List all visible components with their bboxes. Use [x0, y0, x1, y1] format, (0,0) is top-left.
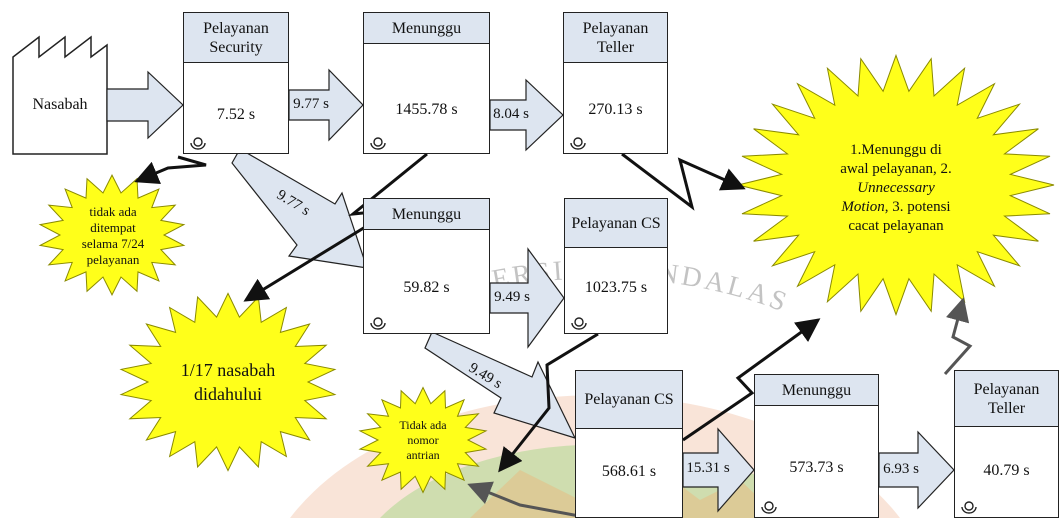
transfer-time-label: 8.04 s [493, 106, 529, 122]
process-wait3: Menunggu 573.73 s [754, 374, 879, 518]
burst-line: cacat pelayanan [848, 217, 944, 234]
push-arrow-security-wait1 [288, 68, 364, 142]
process-time: 59.82 s [403, 279, 450, 296]
push-arrow-wait2-cs2 [424, 331, 577, 439]
process-title: Pelayanan Security [184, 13, 288, 63]
burst-line-rest: , 3. potensi [884, 198, 951, 215]
process-cs2: Pelayanan CS 568.61 s [575, 370, 683, 518]
process-title: Menunggu [364, 13, 489, 44]
push-arrow-wait1-teller1 [489, 78, 564, 152]
burst-line: Tidak ada [399, 417, 447, 432]
process-time: 568.61 s [601, 463, 657, 480]
burst-text-no-security: tidak ada ditempat selama 7/24 pelayanan [72, 200, 154, 272]
kaizen-burst-nasabah-didahului [119, 292, 337, 472]
link-cs2-burst4 [682, 318, 821, 442]
nasabah-factory-icon [12, 35, 108, 155]
burst-line: Motion, 3. potensi [840, 198, 952, 217]
burst-line: selama 7/24 [81, 236, 145, 251]
burst-line: tidak ada [89, 204, 137, 219]
process-title: Pelayanan Teller [955, 371, 1058, 427]
process-wait1: Menunggu 1455.78 s [363, 12, 490, 154]
push-arrow-wait2-cs1 [489, 247, 565, 349]
transfer-time-label: 6.93 s [883, 461, 919, 477]
burst-line: antrian [406, 447, 440, 462]
process-time: 1023.75 s [584, 279, 648, 296]
push-arrow-security-wait2 [231, 148, 368, 269]
process-title: Menunggu [755, 375, 878, 406]
process-time: 40.79 s [983, 462, 1030, 479]
link-cs2-bottom [467, 481, 591, 518]
link-teller2-burst4 [943, 297, 973, 375]
process-time: 573.73 s [789, 459, 844, 476]
burst-line: ditempat [90, 220, 136, 235]
burst-line: Unnecessary [857, 179, 935, 196]
supplier-label: Nasabah [32, 96, 88, 113]
operator-icon [370, 317, 386, 330]
process-time: 7.52 s [216, 106, 256, 123]
process-title: Menunggu [364, 199, 489, 230]
process-security: Pelayanan Security 7.52 s [183, 12, 289, 154]
burst-line: awal pelayanan, 2. [840, 160, 952, 177]
burst-line: 1.Menunggu di [850, 141, 942, 158]
link-cs1-burst3 [498, 332, 599, 473]
process-time: 1455.78 s [395, 101, 458, 118]
burst-line-italic: Motion [841, 198, 885, 215]
operator-icon [570, 137, 586, 150]
burst-line: didahului [193, 384, 262, 404]
kaizen-burst-no-antrian [358, 386, 488, 494]
process-time: 270.13 s [588, 101, 643, 118]
operator-icon [571, 317, 587, 330]
burst-line: 1/17 nasabah [180, 360, 276, 380]
operator-icon [961, 501, 977, 514]
push-arrow-cs2-wait3 [682, 427, 755, 513]
operator-icon [190, 137, 206, 150]
burst-text-nasabah-didahului: 1/17 nasabah didahului [168, 350, 288, 414]
transfer-time-label: 9.49 s [494, 289, 530, 305]
operator-icon [370, 137, 386, 150]
process-title: Pelayanan Teller [564, 13, 667, 63]
push-arrow-wait3-teller2 [878, 430, 955, 510]
burst-line: pelayanan [86, 252, 140, 267]
transfer-time-label: 15.31 s [686, 460, 730, 476]
burst-text-waste-summary: 1.Menunggu di awal pelayanan, 2. Unneces… [816, 138, 976, 238]
push-arrow-nasabah-security [106, 70, 184, 140]
burst-line: nomor [407, 432, 439, 447]
kaizen-burst-waste-summary [737, 53, 1055, 317]
process-wait2: Menunggu 59.82 s [363, 198, 490, 334]
link-security-burst1 [134, 155, 207, 184]
process-title: Pelayanan CS [565, 199, 667, 248]
operator-icon [761, 501, 777, 514]
link-teller1-burst4 [621, 152, 746, 211]
process-title: Pelayanan CS [576, 371, 682, 429]
kaizen-burst-no-security [38, 173, 186, 297]
process-teller1: Pelayanan Teller 270.13 s [563, 12, 668, 154]
transfer-time-label: 9.77 s [293, 96, 329, 112]
process-cs1: Pelayanan CS 1023.75 s [564, 198, 668, 334]
burst-text-no-antrian: Tidak ada nomor antrian [393, 414, 453, 466]
process-teller2: Pelayanan Teller 40.79 s [954, 370, 1059, 518]
